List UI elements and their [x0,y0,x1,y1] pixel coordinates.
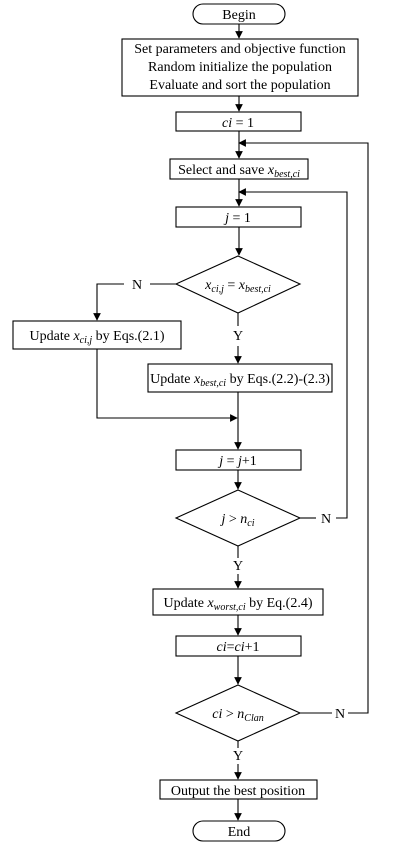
arrow-decision3-no-loop [238,139,369,714]
arrow-decision1-no-2 [93,283,124,321]
update-xcij-label: Update xci,j by Eqs.(2.1) [30,329,165,346]
j-increment-label: j = j+1 [217,454,257,469]
decision3-yes-label: Y [233,749,243,764]
decision-j-label: j > nci [219,512,254,529]
decision1-yes-label: Y [233,329,243,344]
decision2-yes-label: Y [233,559,243,574]
ci-increment-label: ci=ci+1 [216,640,259,655]
init-process-box [121,38,359,97]
update-xbest-label: Update xbest,ci by Eqs.(2.2)-(2.3) [150,372,330,389]
init-line-2: Random initialize the population [148,60,332,75]
decision2-no-label: N [321,512,331,527]
select-save-label: Select and save xbest,ci [178,163,300,180]
output-label: Output the best position [171,784,305,799]
j-init-label: j = 1 [223,211,251,226]
begin-label: Begin [222,8,255,23]
arrow-decision2-no-loop [238,188,348,519]
decision1-no-label: N [132,278,142,293]
update-xbest-box [147,363,333,393]
decision-ci-label: ci > nClan [212,707,263,724]
ci-init-label: ci = 1 [222,116,254,131]
init-line-3: Evaluate and sort the population [149,78,330,93]
init-line-1: Set parameters and objective function [134,42,345,57]
update-xworst-label: Update xworst,ci by Eq.(2.4) [164,596,313,613]
decision3-no-label: N [335,707,345,722]
arrow-update-xcij-merge [96,349,238,422]
end-label: End [228,825,251,840]
end-terminator [192,820,286,842]
decision-xcij-label: xci,j = xbest,ci [204,278,271,295]
update-xcij-box [12,320,182,350]
